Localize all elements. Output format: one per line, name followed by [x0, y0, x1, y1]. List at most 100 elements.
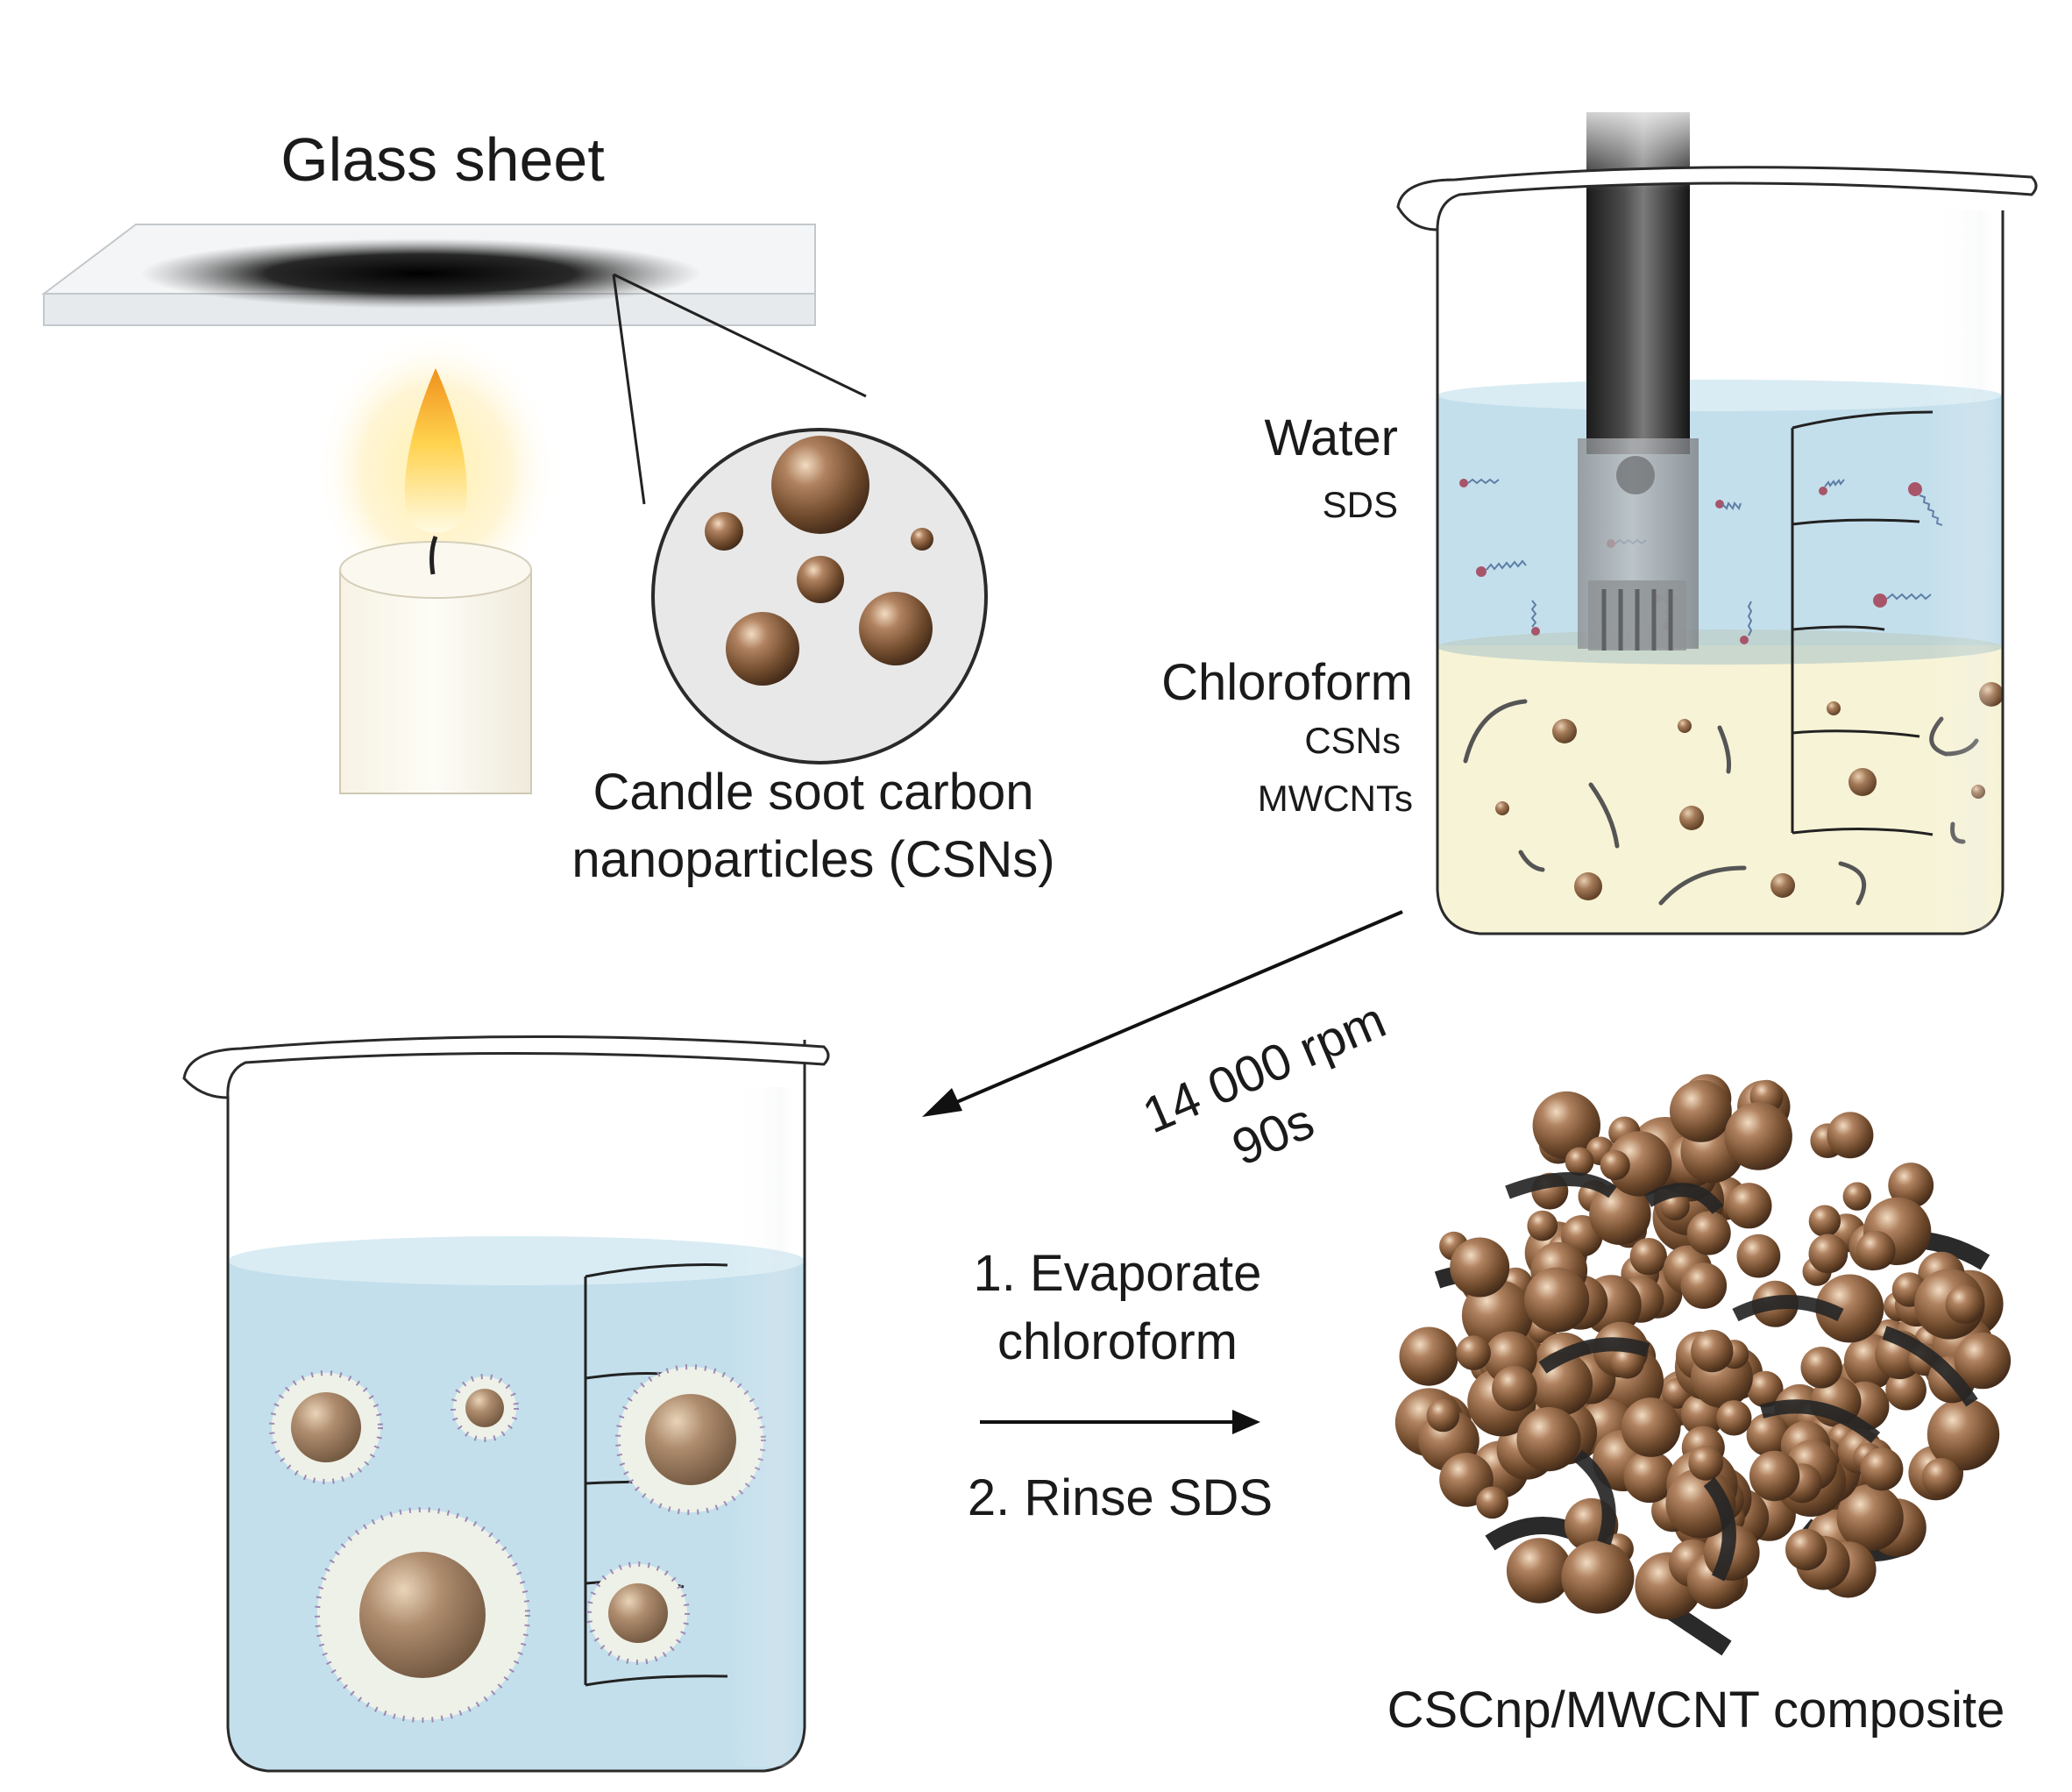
soot-particle [726, 612, 799, 686]
soot-particle [1827, 701, 1841, 715]
mwcnts-label: MWCNTs [1258, 778, 1413, 819]
soot-particle [859, 592, 933, 665]
soot-particle [1589, 1183, 1651, 1246]
candle-soot-panel: Glass sheet Candle soot carbon nanopa [41, 125, 1055, 888]
micelle [451, 1374, 519, 1442]
soot-particle [1450, 1237, 1510, 1298]
soot-deposit [140, 238, 701, 309]
soot-particle [1399, 1326, 1458, 1386]
soot-particle [1678, 719, 1692, 733]
emulsion-droplets [269, 1364, 766, 1723]
graduation-marks [1791, 410, 1934, 836]
soot-particle [1506, 1538, 1572, 1604]
nanotube [1518, 850, 1545, 872]
soot-particle [1552, 719, 1577, 743]
soot-particle [1945, 1284, 1984, 1324]
soot-particle [1747, 1370, 1784, 1408]
soot-particle [1785, 1528, 1827, 1571]
soot-particle [1888, 1163, 1934, 1208]
glass-reflection [1928, 210, 1998, 929]
zoom-line-bottom [612, 274, 646, 505]
nanotube [1505, 1172, 1617, 1199]
soot-particle [797, 556, 844, 603]
emulsion-water [228, 1243, 805, 1771]
chloroform-layer [1437, 645, 2003, 934]
soot-particle [1848, 768, 1877, 796]
nanotube [1643, 1183, 1724, 1215]
soot-particle [1524, 1267, 1590, 1333]
candle-top [339, 541, 532, 599]
micelle [586, 1561, 690, 1665]
nanotube [1463, 699, 1528, 764]
soot-particle [1842, 1182, 1871, 1211]
soot-particle [771, 436, 869, 534]
soot-particle [1800, 1347, 1842, 1389]
soot-particle [1629, 1238, 1668, 1276]
soot-particle [1495, 801, 1509, 815]
soot-particle [705, 512, 743, 551]
soot-particle [1565, 1147, 1594, 1177]
soot-particle [1561, 1540, 1635, 1614]
soot-particle [1860, 1447, 1904, 1491]
sds-label: SDS [1323, 484, 1398, 525]
glass-sheet [41, 224, 816, 326]
micelle [315, 1507, 530, 1723]
soot-particle [1746, 1412, 1790, 1457]
step2-label: 2. Rinse SDS [968, 1469, 1273, 1526]
soot-particle [1808, 1205, 1841, 1237]
soot-particle [1921, 1458, 1962, 1497]
soot-particle [1827, 1112, 1874, 1159]
soot-particle [1885, 1369, 1927, 1411]
homogenize-arrow: 14 000 rpm 90s [922, 910, 1403, 1177]
water-label: Water [1264, 409, 1398, 466]
composite-cluster [1394, 1074, 2012, 1656]
soot-particle [1686, 1211, 1731, 1255]
soot-particle [1623, 1450, 1676, 1504]
csns-label: CSNs [1304, 720, 1401, 761]
soot-particle [911, 528, 933, 551]
homogenizer-beaker: Water SDS Chloroform CSNs MWCNTs [1161, 112, 2038, 935]
step1-line1: 1. Evaporate [974, 1245, 1262, 1302]
soot-particle [1726, 1183, 1772, 1229]
beaker-outline [182, 1035, 830, 1773]
soot-particle [1691, 1329, 1734, 1373]
nanoparticle-zoom-circle [651, 428, 988, 764]
emulsion-water-surface [228, 1236, 805, 1285]
probe-hole [1616, 456, 1655, 494]
soot-particle [1808, 1234, 1848, 1274]
soot-particle [1815, 1274, 1884, 1343]
nanotube [1838, 861, 1867, 906]
candle-flame [404, 368, 467, 533]
glass-sheet-label: Glass sheet [280, 125, 605, 194]
composite-label: CSCnp/MWCNT composite [1387, 1682, 2005, 1739]
soot-particle [1736, 1234, 1781, 1278]
soot-particle [1716, 1400, 1752, 1436]
homogenizer-probe [1578, 112, 1699, 651]
soot-particle [1856, 1230, 1896, 1270]
csn-caption-line1: Candle soot carbon [593, 764, 1034, 821]
chloroform-label: Chloroform [1161, 654, 1413, 711]
nanotube [1703, 1477, 1736, 1582]
nanotube [1538, 1337, 1650, 1374]
nanotube [1588, 782, 1620, 849]
soot-particle [1670, 1080, 1732, 1142]
soot-particle [1954, 1332, 2012, 1390]
nanotube [1658, 865, 1747, 906]
zoom-line-top [613, 273, 867, 398]
soot-particle [1532, 1091, 1601, 1160]
glass-reflection [732, 1087, 798, 1767]
soot-particle [1476, 1486, 1508, 1519]
soot-particle [1836, 1483, 1904, 1551]
soot-particle [1724, 1102, 1792, 1170]
soot-particle [1516, 1407, 1581, 1472]
soot-particle [1574, 872, 1602, 900]
soot-particle [1607, 1131, 1672, 1197]
soot-particle [1679, 806, 1704, 830]
soot-particle [1680, 1262, 1728, 1309]
soot-particle [1749, 1450, 1800, 1502]
soot-particle [1426, 1398, 1460, 1433]
process-steps: 1. Evaporate chloroform 2. Rinse SDS [968, 1245, 1273, 1526]
step-arrowhead [1232, 1410, 1260, 1434]
csn-caption-line2: nanoparticles (CSNs) [571, 831, 1054, 888]
